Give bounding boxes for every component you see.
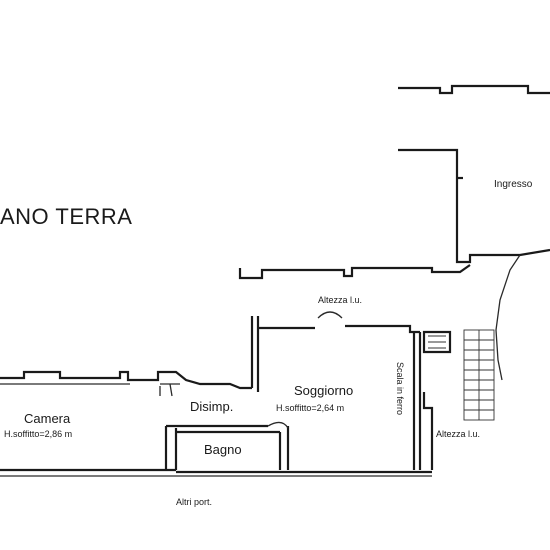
bottom-wall (0, 470, 432, 477)
room-height-soggiorno: H.soffitto=2,64 m (276, 403, 345, 413)
soggiorno-walls (250, 311, 422, 470)
room-label-camera: Camera (24, 411, 71, 426)
top-wall-fragment (398, 84, 550, 95)
room-label-disimpegno: Disimp. (190, 399, 234, 414)
right-small-wall (422, 392, 434, 470)
camera-walls (0, 370, 252, 472)
bagno-walls (164, 421, 290, 470)
room-height-camera: H.soffitto=2,86 m (4, 429, 73, 439)
upper-boundary-wall (238, 254, 521, 381)
room-label-bagno: Bagno (204, 442, 242, 457)
room-label-soggiorno: Soggiorno (294, 383, 354, 398)
floor-title: ANO TERRA (0, 204, 133, 229)
stair-hatch (422, 329, 495, 421)
note-altezza-right: Altezza l.u. (436, 429, 481, 439)
room-label-ingresso: Ingresso (494, 179, 533, 190)
side-label-vertical: Scala in ferro (395, 362, 405, 416)
note-altezza-top: Altezza l.u. (318, 295, 363, 305)
ingresso-walls (398, 148, 550, 264)
note-altri-port: Altri port. (176, 497, 213, 507)
